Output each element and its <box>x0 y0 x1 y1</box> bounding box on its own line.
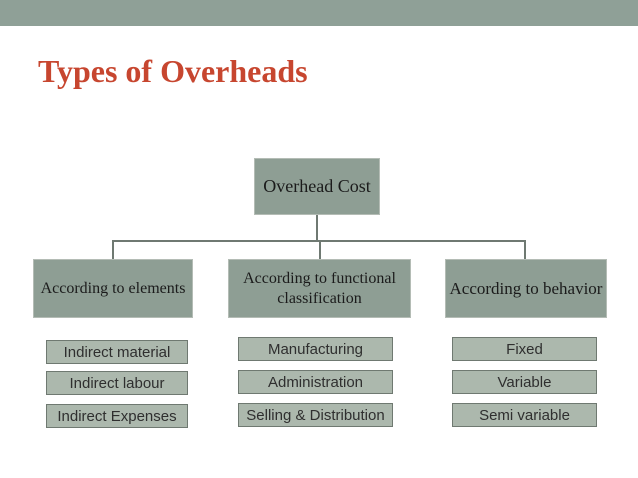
connector-root-vertical <box>316 215 318 241</box>
connector-main-horizontal <box>112 240 526 242</box>
leaf-node-selling-distribution: Selling & Distribution <box>238 403 393 427</box>
slide-title: Types of Overheads <box>38 53 308 89</box>
leaf-node-indirect-material: Indirect material <box>46 340 188 364</box>
root-node-label: Overhead Cost <box>263 176 371 196</box>
branch-node-label: According to behavior <box>449 278 603 298</box>
leaf-node-manufacturing: Manufacturing <box>238 337 393 361</box>
connector-functional-drop <box>319 242 321 260</box>
connector-elements-drop <box>112 242 114 260</box>
leaf-node-variable: Variable <box>452 370 597 394</box>
leaf-node-indirect-labour: Indirect labour <box>46 371 188 395</box>
branch-node-elements: According to elements <box>33 259 193 318</box>
leaf-node-semi-variable: Semi variable <box>452 403 597 427</box>
branch-node-functional-classification: According to functional classification <box>228 259 411 318</box>
leaf-node-indirect-expenses: Indirect Expenses <box>46 404 188 428</box>
leaf-node-fixed: Fixed <box>452 337 597 361</box>
branch-node-label: According to functional classification <box>243 269 396 307</box>
slide-top-accent-bar <box>0 0 638 26</box>
connector-behavior-drop <box>524 242 526 259</box>
root-node-overhead-cost: Overhead Cost <box>254 158 380 215</box>
branch-node-label: According to elements <box>40 279 186 297</box>
leaf-node-administration: Administration <box>238 370 393 394</box>
branch-node-behavior: According to behavior <box>445 259 607 318</box>
